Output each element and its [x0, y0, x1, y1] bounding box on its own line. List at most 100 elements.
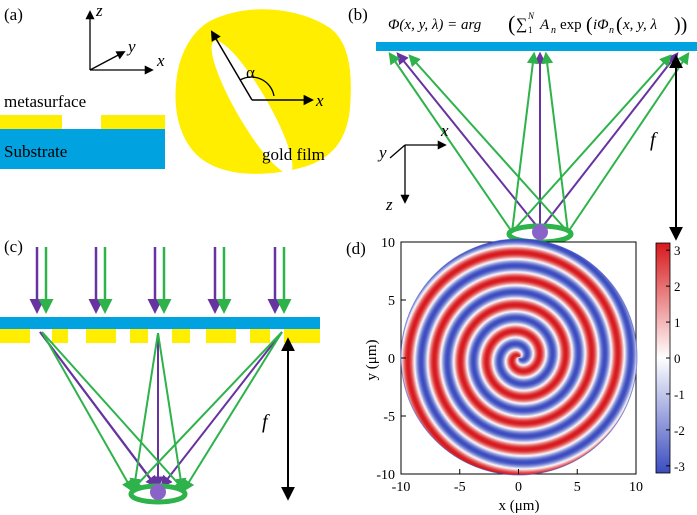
colorbar-tick-label: 2 [674, 279, 681, 294]
colorbar-tick-label: -2 [674, 423, 685, 438]
equation-amplitude-sub: n [551, 25, 556, 36]
x-tick-label: 0 [515, 480, 522, 495]
ray-c-green-5 [130, 331, 283, 492]
equation-sum-lower: 1 [528, 25, 533, 35]
gold-block [52, 329, 68, 343]
y-tick-label: -10 [376, 468, 395, 483]
gold-block [284, 329, 320, 343]
ray-c-green-1 [41, 331, 134, 493]
ray-green-right-outer [567, 52, 690, 233]
equation-paren-2: ( [586, 14, 593, 36]
coord-z-label: z [385, 195, 393, 214]
substrate-label: Substrate [4, 142, 67, 161]
panel-c-label: (c) [4, 237, 23, 256]
gold-block [206, 329, 236, 343]
gold-block [0, 329, 30, 343]
x-tick-label: 5 [574, 480, 581, 495]
equation-exp: exp [560, 17, 582, 33]
alpha-label: α [246, 63, 255, 82]
ray-green-center-left [511, 51, 539, 233]
gold-film-label: gold film [262, 145, 325, 164]
ray-green-left-outer [388, 52, 513, 233]
focal-length-label-c: f [262, 411, 270, 433]
ray-c-green-6 [182, 331, 283, 493]
phase-equation: Φ(x, y, λ) = arg ( ∑ N 1 A n exp ( iΦ n … [388, 11, 687, 36]
axis-y-label: y [126, 37, 136, 56]
ray-green-left-inner [408, 54, 569, 233]
metasurface-bar-b [376, 42, 697, 51]
panel-a: (a) z y x metasurface Substrate α x gold… [0, 1, 351, 174]
nano-slit [211, 40, 293, 174]
panel-d-label: (d) [346, 239, 366, 258]
colorbar-tick-label: 3 [674, 243, 681, 258]
gold-strip-left [0, 115, 62, 129]
substrate-block [0, 129, 165, 169]
equation-lhs: Φ(x, y, λ) = arg [388, 17, 482, 33]
slit-orientation-arrow [210, 30, 253, 101]
colorbar-ticks: 3 2 1 0 -1 -2 -3 [666, 243, 685, 474]
coord-x-label: x [440, 121, 449, 140]
coord-y-arrow [389, 144, 406, 159]
panel-c: (c) f [0, 237, 320, 505]
ray-c-purple-left-arrow [39, 331, 158, 488]
film-x-label: x [315, 91, 324, 110]
equation-open-paren: ( [508, 11, 515, 36]
y-tick-label: -5 [383, 410, 395, 425]
metasurface-label: metasurface [4, 92, 86, 111]
gold-block [130, 329, 148, 343]
x-axis-label: x (μm) [499, 498, 540, 514]
incident-rays [29, 247, 292, 314]
spiral-phase-heatmap [401, 239, 637, 475]
focal-length-label-b: f [650, 129, 658, 151]
focal-spot-c [150, 484, 166, 500]
gold-block [250, 329, 270, 343]
equation-args: x, y, λ [622, 17, 657, 33]
focal-spot-b [532, 224, 548, 240]
y-tick-label: 5 [388, 294, 395, 309]
colorbar-tick-label: -1 [674, 387, 685, 402]
panel-b: (b) Φ(x, y, λ) = arg ( ∑ N 1 A n exp ( i… [348, 5, 697, 245]
equation-sum-symbol: ∑ [516, 16, 527, 33]
ray-c-purple-right [160, 331, 283, 488]
gold-strip-right [101, 115, 165, 129]
equation-amplitude: A [539, 17, 550, 33]
colorbar-tick-label: -3 [674, 459, 685, 474]
metasurface-bar-c [0, 317, 320, 329]
colorbar-tick-label: 1 [674, 315, 681, 330]
x-tick-label: 10 [629, 480, 643, 495]
equation-close-parens: )) [674, 14, 687, 36]
ray-green-right-inner [511, 54, 672, 233]
plot-axes: -10 -5 0 5 10 10 5 0 -5 -10 [376, 236, 643, 495]
equation-iphi-sub: n [609, 25, 614, 36]
rays-b [388, 51, 690, 233]
gold-block [86, 329, 116, 343]
ray-c-green-3 [129, 332, 159, 491]
alpha-arc [239, 76, 275, 97]
colorbar-tick-label: 0 [674, 351, 681, 366]
y-axis-label: y (μm) [364, 340, 380, 381]
x-tick-label: -10 [392, 480, 411, 495]
heatmap-image [401, 239, 637, 475]
panel-a-label: (a) [4, 5, 23, 24]
ray-c-green-4 [157, 332, 187, 491]
aperture-outline [400, 238, 638, 476]
coord-y-label: y [377, 143, 387, 162]
equation-paren-3: ( [616, 14, 623, 36]
ray-c-green-2 [41, 331, 186, 492]
y-tick-label: 0 [388, 352, 395, 367]
gold-blocks-c [0, 329, 320, 343]
y-tick-label: 10 [381, 236, 395, 251]
rays-c [39, 331, 283, 493]
ray-purple-right [539, 52, 679, 231]
x-tick-label: -5 [454, 480, 466, 495]
equation-sum-upper: N [527, 11, 535, 21]
gold-block [172, 329, 190, 343]
ray-green-center-right [541, 51, 569, 233]
axis-x-label: x [156, 51, 165, 70]
axis-y-arrow [89, 51, 126, 71]
panel-b-label: (b) [348, 5, 368, 24]
ray-purple-left [396, 52, 541, 231]
axis-z-label: z [95, 1, 103, 20]
